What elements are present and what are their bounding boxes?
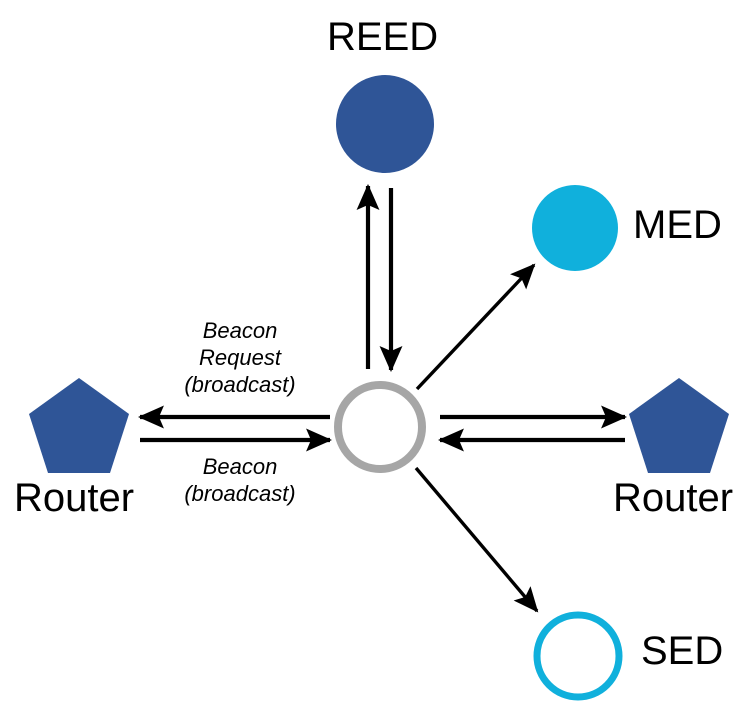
node-router-right[interactable] — [629, 378, 729, 473]
node-label-sed: SED — [641, 629, 724, 673]
node-med[interactable] — [532, 185, 618, 271]
node-label-router-left: Router — [14, 476, 135, 520]
edge-label-beacon-request: Beacon Request (broadcast) — [184, 318, 296, 397]
node-sed[interactable] — [533, 611, 623, 701]
node-reed[interactable] — [336, 75, 434, 173]
node-label-reed: REED — [327, 15, 439, 59]
edge-label-beacon: Beacon (broadcast) — [184, 454, 296, 506]
edge-center-to-sed — [414, 466, 539, 613]
node-label-med: MED — [633, 203, 722, 247]
edge-center-to-med — [415, 263, 536, 391]
node-label-router-right: Router — [613, 476, 734, 520]
node-center[interactable] — [334, 381, 426, 473]
node-router-left[interactable] — [29, 378, 129, 473]
